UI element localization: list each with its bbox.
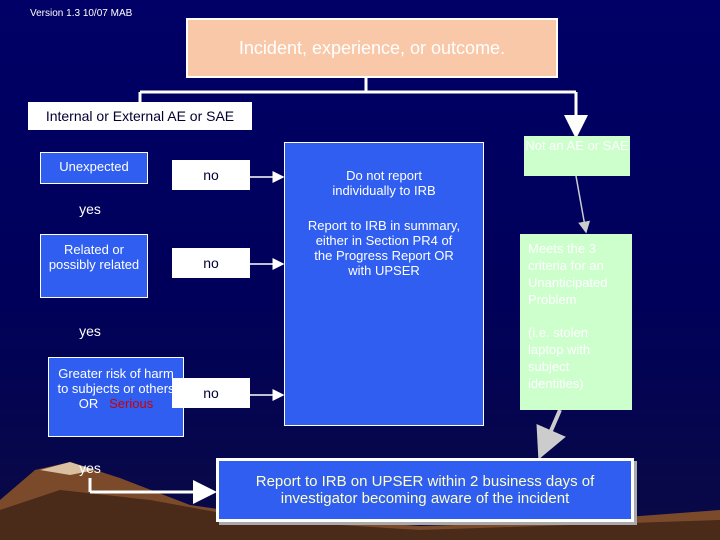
unexpected-box: Unexpected [40,152,148,184]
version-label: Version 1.3 10/07 MAB [30,8,133,19]
not-ae-box: Not an AE or SAE [524,136,630,176]
related-box: Related or possibly related [40,234,148,298]
greater-risk-text: Greater risk of harm to subjects or othe… [57,366,175,396]
or-label: OR [78,396,99,411]
upser-report-box: Report to IRB on UPSER within 2 business… [216,458,634,522]
answer-yes-1: yes [79,201,101,217]
ae-branch-label: Internal or External AE or SAE [28,102,252,130]
answer-no-3: no [172,378,250,408]
greater-risk-box: Greater risk of harm to subjects or othe… [48,357,184,437]
irb-outcome-box: Do not report individually to IRB Report… [284,142,484,426]
report-summary-text: Report to IRB in summary, either in Sect… [307,218,461,278]
do-not-report-text: Do not report individually to IRB [332,168,436,198]
unanticipated-criteria-box: Meets the 3 criteria for an Unanticipate… [520,234,632,410]
answer-no-2: no [172,248,250,278]
answer-no-1: no [172,160,250,190]
answer-yes-2: yes [79,323,101,339]
answer-yes-3: yes [79,460,101,476]
criteria-text: Meets the 3 criteria for an Unanticipate… [528,241,608,307]
or-serious-line: OR Serious [55,396,177,411]
example-text: (i.e. stolen laptop with subject identit… [528,325,591,391]
incident-title-box: Incident, experience, or outcome. [186,18,558,78]
serious-label: Serious [109,396,154,411]
